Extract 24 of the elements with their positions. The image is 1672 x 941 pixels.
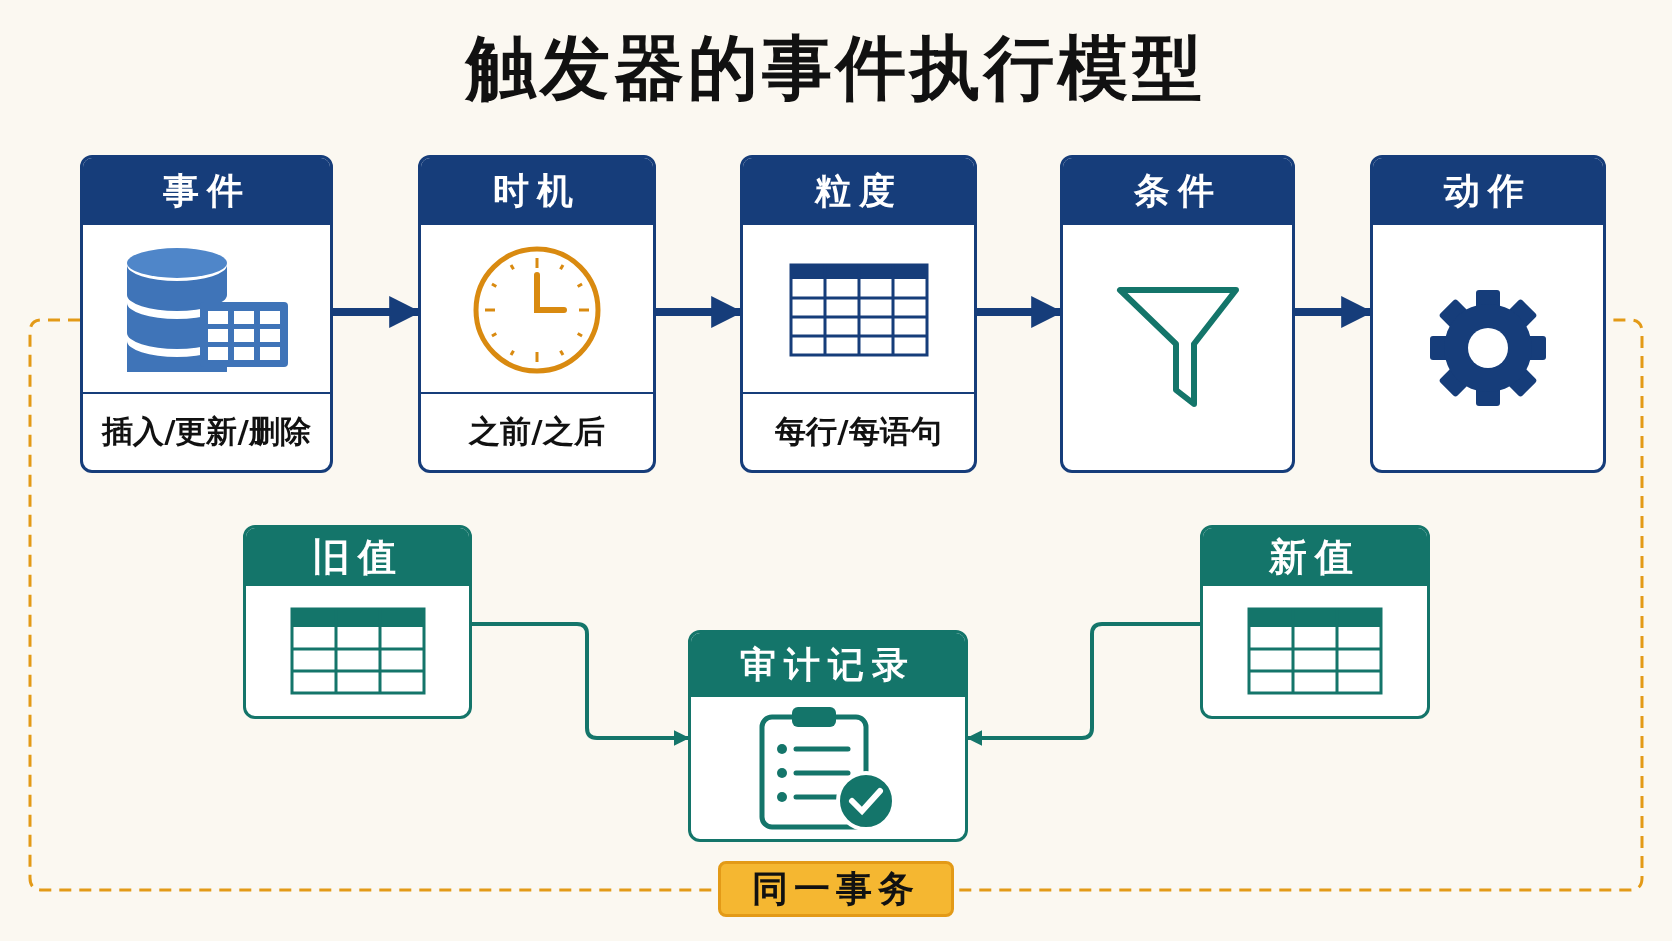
card-header: 动作	[1373, 158, 1603, 225]
process-card	[1370, 155, 1606, 473]
card-header: 旧值	[246, 528, 469, 586]
edge-label: 同一事务	[718, 861, 954, 917]
card-caption: 插入/更新/删除	[83, 392, 330, 470]
dashed-boundary-line	[28, 318, 1644, 892]
card-header: 条件	[1063, 158, 1292, 225]
card-caption: 每行/每语句	[743, 392, 974, 470]
card-header: 审计记录	[691, 633, 965, 697]
process-card	[243, 525, 472, 719]
card-header: 事件	[83, 158, 330, 225]
card-header: 粒度	[743, 158, 974, 225]
process-card	[1200, 525, 1430, 719]
process-card	[418, 155, 656, 473]
process-card	[80, 155, 333, 473]
card-caption: 之前/之后	[421, 392, 653, 470]
arrow	[472, 622, 690, 746]
process-card	[1060, 155, 1295, 473]
process-card	[688, 630, 968, 842]
card-header: 新值	[1203, 528, 1427, 586]
card-header: 时机	[421, 158, 653, 225]
process-card	[740, 155, 977, 473]
arrow	[966, 622, 1200, 746]
title: 触发器的事件执行模型	[464, 26, 1207, 111]
